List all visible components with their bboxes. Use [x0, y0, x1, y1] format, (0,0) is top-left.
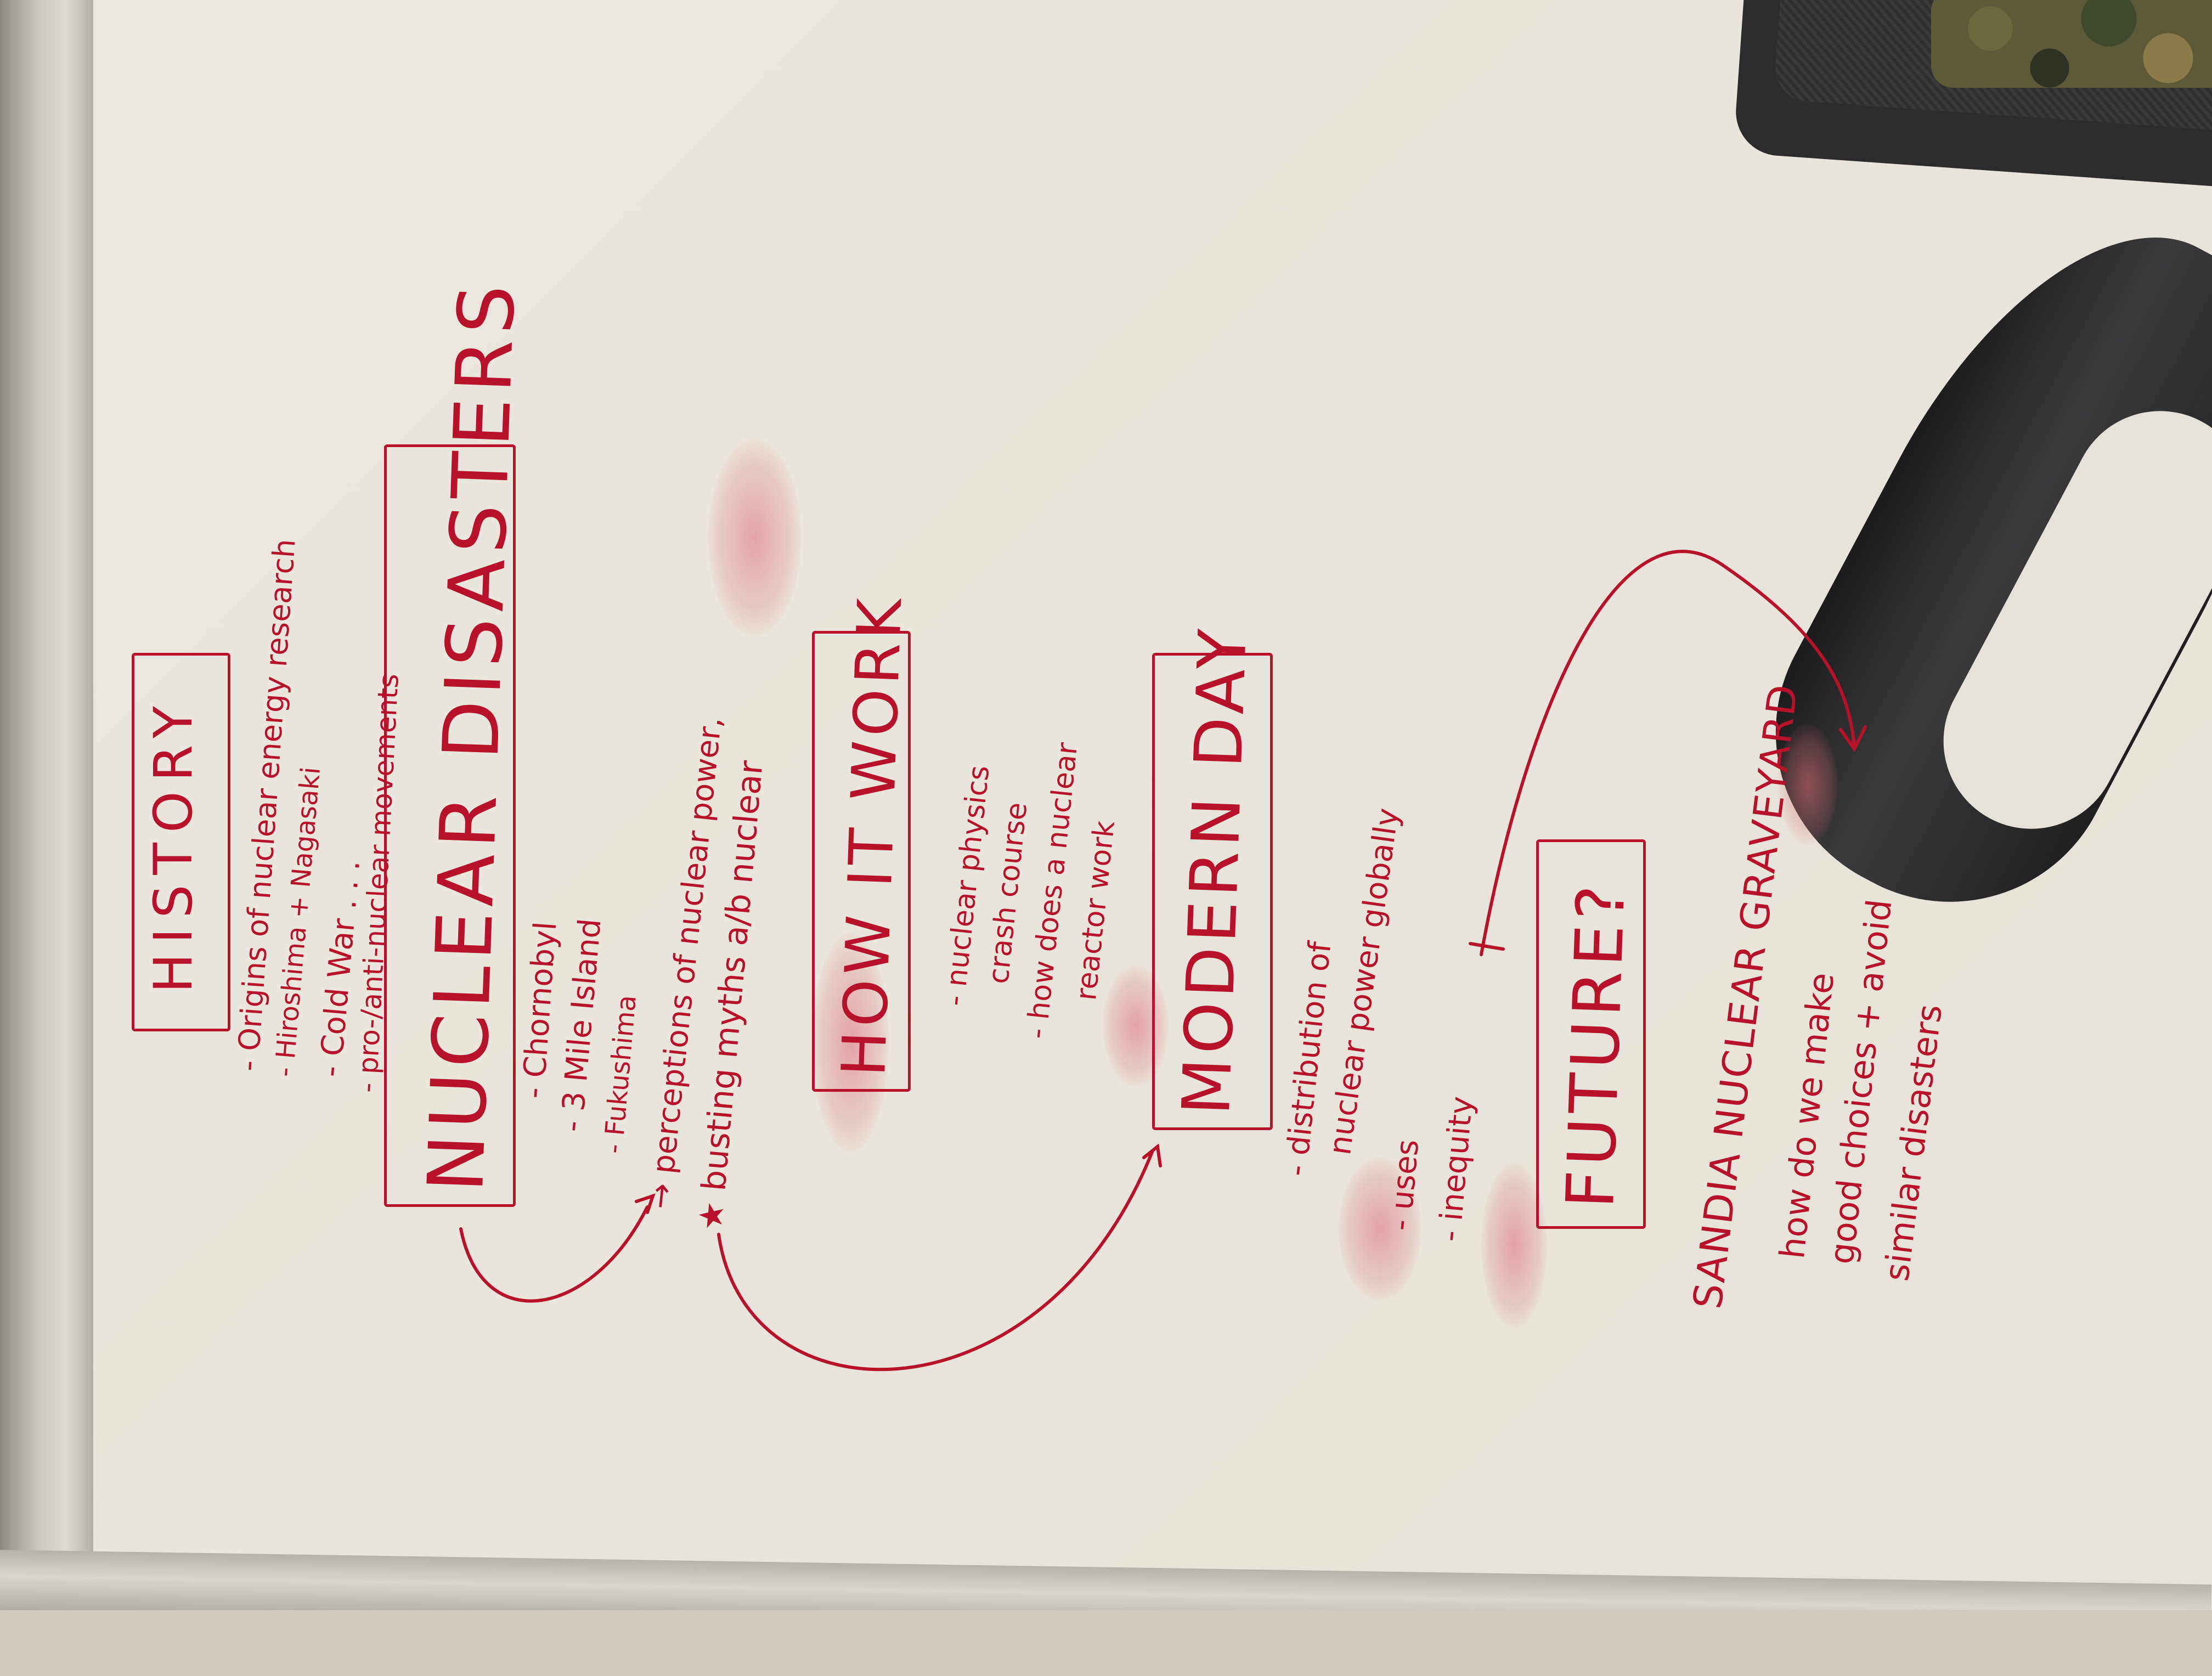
eraser-smudge — [1339, 1158, 1421, 1300]
eraser-smudge — [708, 439, 801, 636]
camo-bag — [1931, 0, 2212, 88]
eraser-smudge — [1778, 724, 1838, 845]
whiteboard-frame-left — [0, 0, 93, 1659]
history-heading: HISTORY — [143, 696, 204, 993]
eraser-smudge — [1481, 1163, 1547, 1328]
eraser-smudge — [812, 933, 889, 1152]
future-heading: FUTURE? — [1553, 879, 1640, 1210]
eraser-smudge — [1103, 966, 1169, 1086]
